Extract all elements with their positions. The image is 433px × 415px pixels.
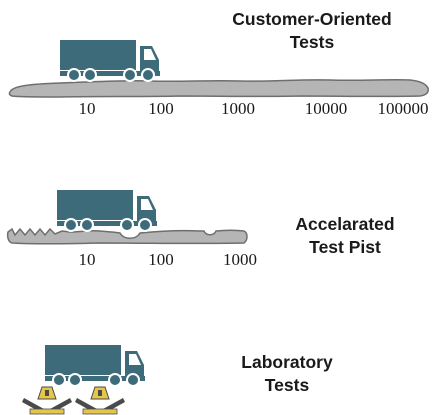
title-line: Test Pist: [309, 237, 381, 257]
axis-tick-label: 1000: [223, 250, 257, 269]
accelerated-tests-title: Accelarated Test Pist: [270, 213, 420, 259]
axis-tick-label: 10000: [304, 99, 348, 118]
axis-tick-label: 10: [78, 99, 96, 118]
customer-tests-title: Customer-Oriented Tests: [218, 8, 406, 54]
road-surface: [8, 78, 429, 98]
axis-tick-label: 1000: [221, 99, 255, 118]
truck-icon: [45, 345, 145, 387]
truck-icon: [60, 40, 160, 82]
axis-tick-label: 100: [148, 250, 174, 269]
axis-tick-label: 100: [148, 99, 174, 118]
axis-tick-label: 10: [78, 250, 96, 269]
axis-tick-label: 100000: [377, 99, 429, 118]
laboratory-tests-title: Laboratory Tests: [222, 351, 352, 397]
hydraulic-actuator-icon: [22, 386, 72, 415]
hydraulic-actuator-icon: [75, 386, 125, 415]
title-line: Laboratory: [241, 352, 333, 372]
title-line: Accelarated: [295, 214, 395, 234]
title-line: Customer-Oriented: [232, 9, 392, 29]
rough-road-surface: [6, 227, 248, 245]
title-line: Tests: [289, 32, 335, 52]
truck-icon: [57, 190, 157, 232]
title-line: Tests: [264, 375, 310, 395]
